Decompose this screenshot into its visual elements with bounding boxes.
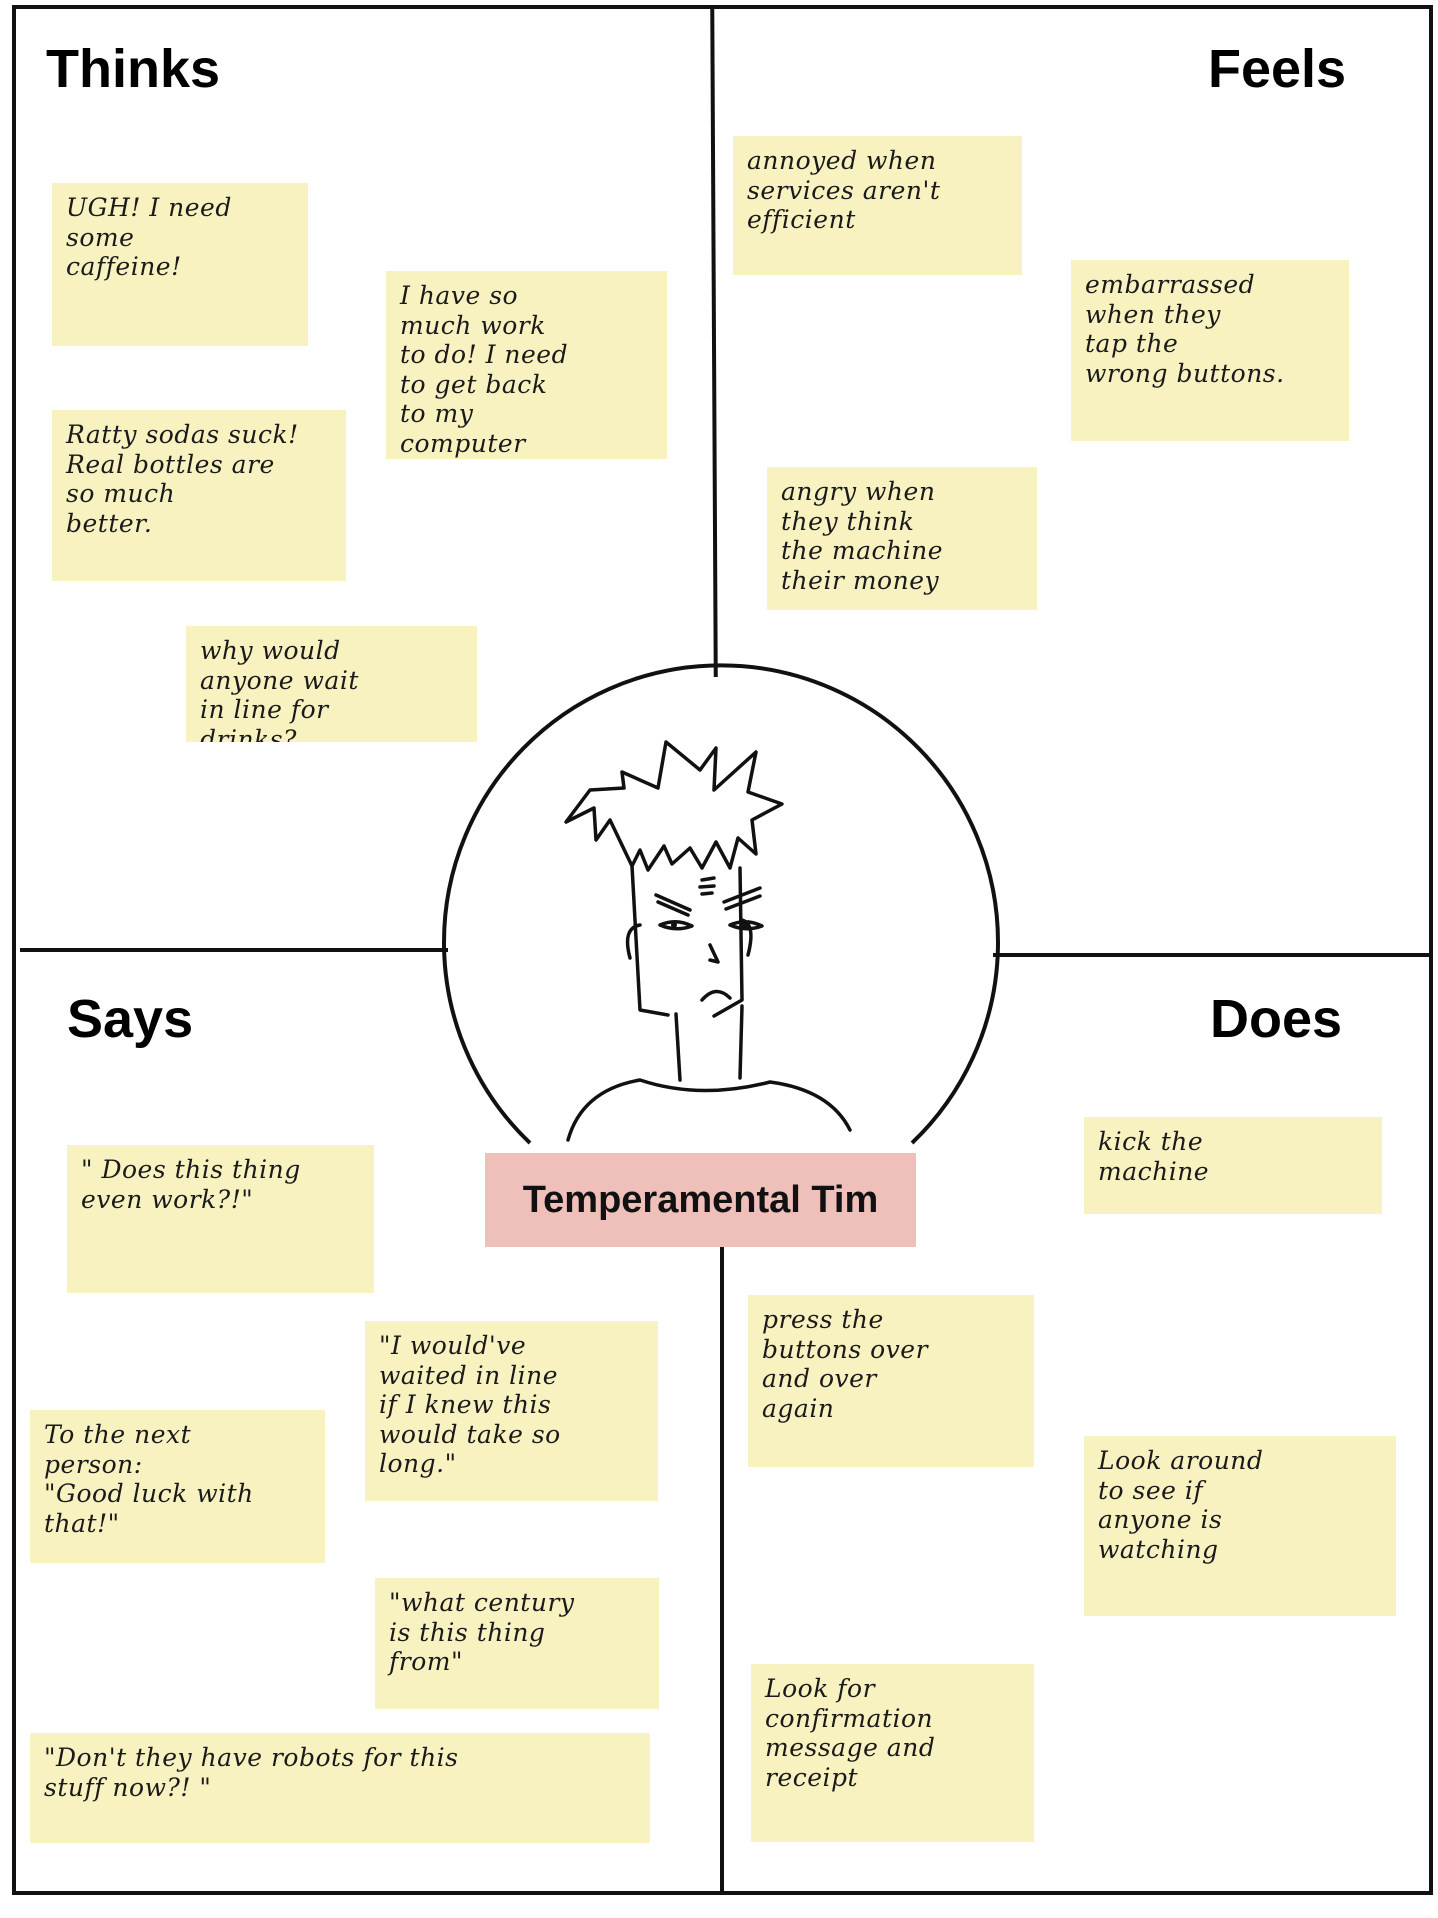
sticky-note-thinks-1: UGH! I need some caffeine! — [52, 183, 308, 346]
divider-right-horizontal — [993, 953, 1433, 957]
persona-name-label: Temperamental Tim — [485, 1153, 916, 1247]
divider-left-horizontal — [20, 948, 448, 952]
heading-does: Does — [1210, 989, 1343, 1049]
sticky-note-feels-1: annoyed when services aren't efficient — [733, 136, 1022, 275]
sticky-note-says-4: "what century is this thing from" — [375, 1578, 659, 1709]
sticky-note-thinks-2: I have so much work to do! I need to get… — [386, 271, 667, 459]
sticky-note-thinks-4: why would anyone wait in line for drinks… — [186, 626, 477, 742]
heading-feels: Feels — [1208, 39, 1347, 99]
divider-bottom-vertical — [720, 1240, 724, 1895]
sticky-note-says-3: To the next person: "Good luck with that… — [30, 1410, 325, 1563]
heading-thinks: Thinks — [46, 39, 221, 99]
heading-says: Says — [67, 989, 194, 1049]
sticky-note-thinks-3: Ratty sodas suck! Real bottles are so mu… — [52, 410, 346, 581]
sticky-note-feels-3: angry when they think the machine their … — [767, 467, 1037, 610]
sticky-note-does-2: press the buttons over and over again — [748, 1295, 1034, 1467]
sticky-note-does-3: Look around to see if anyone is watching — [1084, 1436, 1396, 1616]
sticky-note-does-4: Look for confirmation message and receip… — [751, 1664, 1034, 1842]
sticky-note-feels-2: embarrassed when they tap the wrong butt… — [1071, 260, 1349, 441]
sticky-note-says-5: "Don't they have robots for this stuff n… — [30, 1733, 650, 1843]
sticky-note-does-1: kick the machine — [1084, 1117, 1382, 1214]
sticky-note-says-1: " Does this thing even work?!" — [67, 1145, 374, 1293]
sticky-note-says-2: "I would've waited in line if I knew thi… — [365, 1321, 658, 1501]
